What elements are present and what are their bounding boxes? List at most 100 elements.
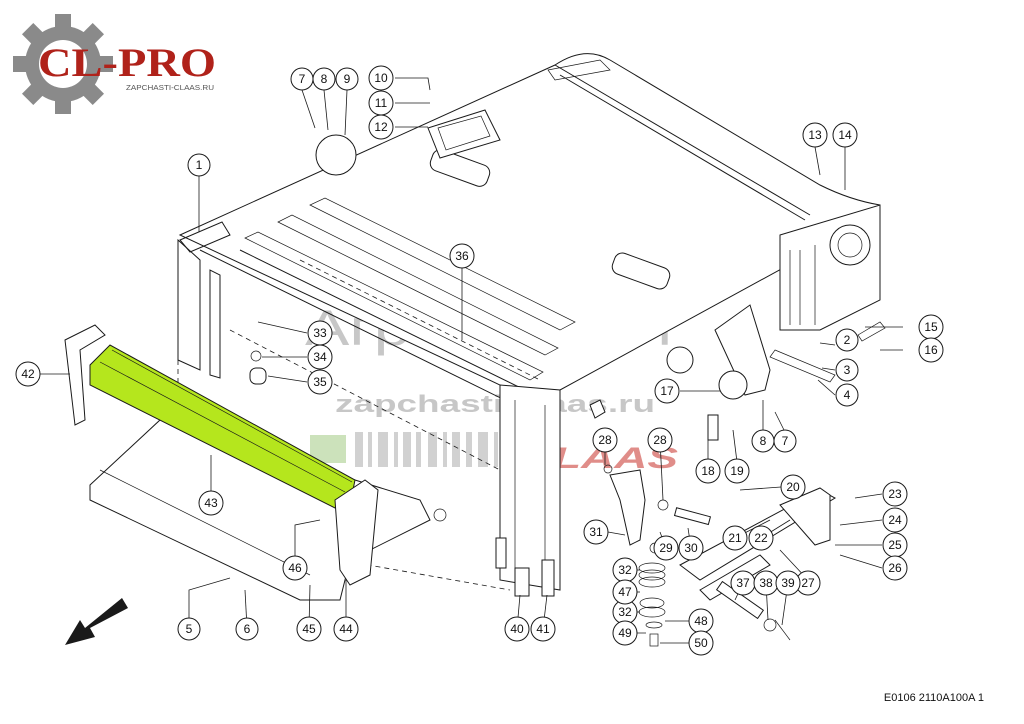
svg-text:33: 33 — [313, 326, 327, 340]
callout[interactable]: 48 — [688, 608, 714, 634]
callout[interactable]: 36 — [449, 243, 475, 269]
callout[interactable]: 13 — [802, 122, 828, 148]
callout[interactable]: 2 — [835, 328, 859, 352]
callout[interactable]: 37 — [730, 570, 756, 596]
svg-text:48: 48 — [694, 614, 708, 628]
callout[interactable]: 19 — [724, 458, 750, 484]
svg-text:37: 37 — [736, 576, 750, 590]
svg-text:11: 11 — [375, 96, 388, 110]
callout[interactable]: 38 — [753, 570, 779, 596]
svg-text:21: 21 — [728, 531, 742, 545]
callout[interactable]: 26 — [882, 555, 908, 581]
callout[interactable]: 11 — [368, 90, 394, 116]
callout[interactable]: 24 — [882, 507, 908, 533]
svg-text:43: 43 — [204, 496, 218, 510]
bracket-42 — [64, 324, 106, 426]
callout[interactable]: 31 — [583, 519, 609, 545]
svg-text:15: 15 — [924, 320, 938, 334]
callout[interactable]: 32 — [612, 557, 638, 583]
callout[interactable]: 21 — [722, 525, 748, 551]
callout[interactable]: 46 — [282, 555, 308, 581]
logo-title: CL-PRO — [38, 40, 216, 85]
callout[interactable]: 35 — [307, 369, 333, 395]
front-frame — [499, 384, 561, 591]
left-frame — [177, 238, 201, 371]
svg-text:30: 30 — [684, 541, 698, 555]
callout[interactable]: 32 — [612, 599, 638, 625]
callout[interactable]: 25 — [882, 532, 908, 558]
callout[interactable]: 45 — [296, 616, 322, 642]
callout[interactable]: 44 — [333, 616, 359, 642]
callout[interactable]: 12 — [368, 114, 394, 140]
callout[interactable]: 30 — [678, 535, 704, 561]
callout-43[interactable]: 43 — [198, 490, 224, 516]
svg-text:29: 29 — [659, 541, 673, 555]
svg-text:40: 40 — [510, 622, 524, 636]
callout[interactable]: 50 — [688, 630, 714, 656]
svg-text:17: 17 — [660, 384, 674, 398]
callout[interactable]: 20 — [780, 474, 806, 500]
svg-text:28: 28 — [598, 433, 612, 447]
callout[interactable]: 28 — [647, 427, 673, 453]
callout[interactable]: 3 — [835, 358, 859, 382]
callout[interactable]: 49 — [612, 620, 638, 646]
svg-text:39: 39 — [781, 576, 795, 590]
svg-text:46: 46 — [288, 561, 302, 575]
callout[interactable]: 7 — [290, 67, 314, 91]
callout[interactable]: 17 — [654, 378, 680, 404]
callout[interactable]: 5 — [177, 617, 201, 641]
svg-text:34: 34 — [313, 350, 327, 364]
tube-21-22 — [779, 487, 831, 546]
arrow-icon — [65, 598, 128, 645]
callout[interactable]: 1 — [187, 153, 211, 177]
callout[interactable]: 7 — [773, 429, 797, 453]
svg-text:10: 10 — [374, 71, 388, 85]
svg-text:22: 22 — [754, 531, 768, 545]
callout[interactable]: 34 — [307, 344, 333, 370]
callout[interactable]: 6 — [235, 617, 259, 641]
svg-text:7: 7 — [299, 72, 306, 86]
svg-text:1: 1 — [196, 158, 203, 172]
callout[interactable]: 9 — [335, 67, 359, 91]
svg-text:26: 26 — [888, 561, 902, 575]
svg-text:45: 45 — [302, 622, 316, 636]
callout[interactable]: 8 — [751, 429, 775, 453]
svg-text:41: 41 — [536, 622, 550, 636]
callout[interactable]: 10 — [368, 65, 394, 91]
callout[interactable]: 16 — [918, 337, 944, 363]
svg-text:27: 27 — [801, 576, 815, 590]
callout[interactable]: 4 — [835, 383, 859, 407]
svg-text:12: 12 — [374, 120, 388, 134]
svg-text:18: 18 — [701, 464, 715, 478]
svg-text:47: 47 — [618, 585, 632, 599]
callout[interactable]: 40 — [504, 616, 530, 642]
svg-text:3: 3 — [844, 363, 851, 377]
callout[interactable]: 29 — [653, 535, 679, 561]
svg-text:6: 6 — [244, 622, 251, 636]
svg-text:49: 49 — [618, 626, 632, 640]
logo-gear-icon — [13, 14, 113, 114]
callout[interactable]: 18 — [695, 458, 721, 484]
callout[interactable]: 41 — [530, 616, 556, 642]
callout[interactable]: 39 — [775, 570, 801, 596]
callout[interactable]: 28 — [592, 427, 618, 453]
logo-subtitle: ZAPCHASTI-CLAAS.RU — [126, 85, 214, 92]
watermark-barcode-icon — [310, 432, 498, 467]
callout[interactable]: 8 — [312, 67, 336, 91]
callout[interactable]: 23 — [882, 481, 908, 507]
side-brackets — [64, 304, 771, 586]
arm-31 — [609, 469, 646, 546]
svg-text:7: 7 — [782, 434, 789, 448]
top-deck — [178, 53, 881, 395]
callout[interactable]: 22 — [748, 525, 774, 551]
svg-text:35: 35 — [313, 375, 327, 389]
svg-text:20: 20 — [786, 480, 800, 494]
svg-text:13: 13 — [808, 128, 822, 142]
callout[interactable]: 42 — [15, 361, 41, 387]
callout[interactable]: 47 — [612, 579, 638, 605]
svg-text:44: 44 — [339, 622, 353, 636]
callout[interactable]: 14 — [832, 122, 858, 148]
callout[interactable]: 33 — [307, 320, 333, 346]
svg-text:8: 8 — [321, 72, 328, 86]
callout[interactable]: 15 — [918, 314, 944, 340]
